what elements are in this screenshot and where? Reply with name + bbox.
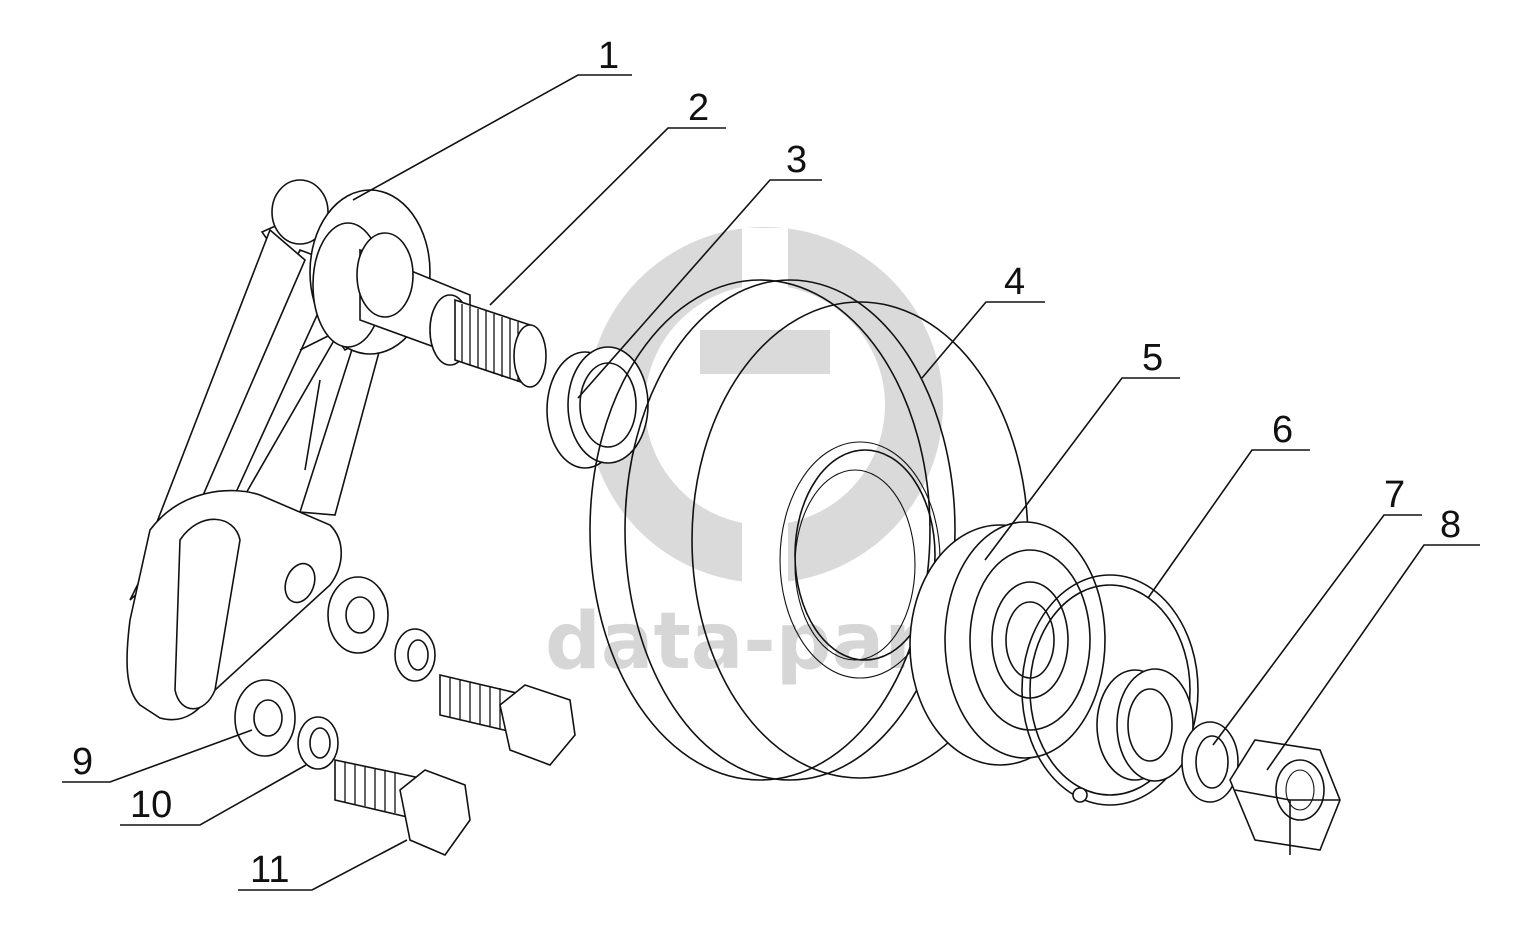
part-6-circlip (1021, 574, 1199, 806)
part-7-washer (1181, 721, 1239, 803)
callout-9: 9 (72, 741, 93, 783)
part-11-bolts (334, 673, 576, 856)
part-10-spring-washers (297, 628, 436, 770)
part-2-threaded-stud (454, 298, 547, 388)
callout-8: 8 (1440, 504, 1461, 546)
part-1-tension-arm (126, 179, 471, 721)
callout-2: 2 (688, 87, 709, 129)
callout-6: 6 (1272, 409, 1293, 451)
leader-lines (62, 74, 1480, 891)
watermark: data-parts (545, 227, 1006, 687)
callout-3: 3 (786, 139, 807, 181)
part-8-nut (1229, 739, 1341, 855)
bolt-lower-threads (344, 762, 396, 813)
callout-7: 7 (1384, 474, 1405, 516)
callout-1: 1 (598, 35, 619, 77)
callout-4: 4 (1004, 261, 1025, 303)
callout-labels: 1 2 3 4 5 6 7 8 9 10 11 (72, 35, 1461, 891)
callout-5: 5 (1142, 337, 1163, 379)
inner-spacer (1096, 668, 1194, 782)
db-logo (587, 227, 943, 583)
part-5-bearing (909, 521, 1106, 766)
part-3-spacer (546, 346, 649, 469)
part-9-washers (234, 576, 389, 757)
callout-10: 10 (130, 784, 172, 826)
callout-11: 11 (250, 849, 289, 891)
